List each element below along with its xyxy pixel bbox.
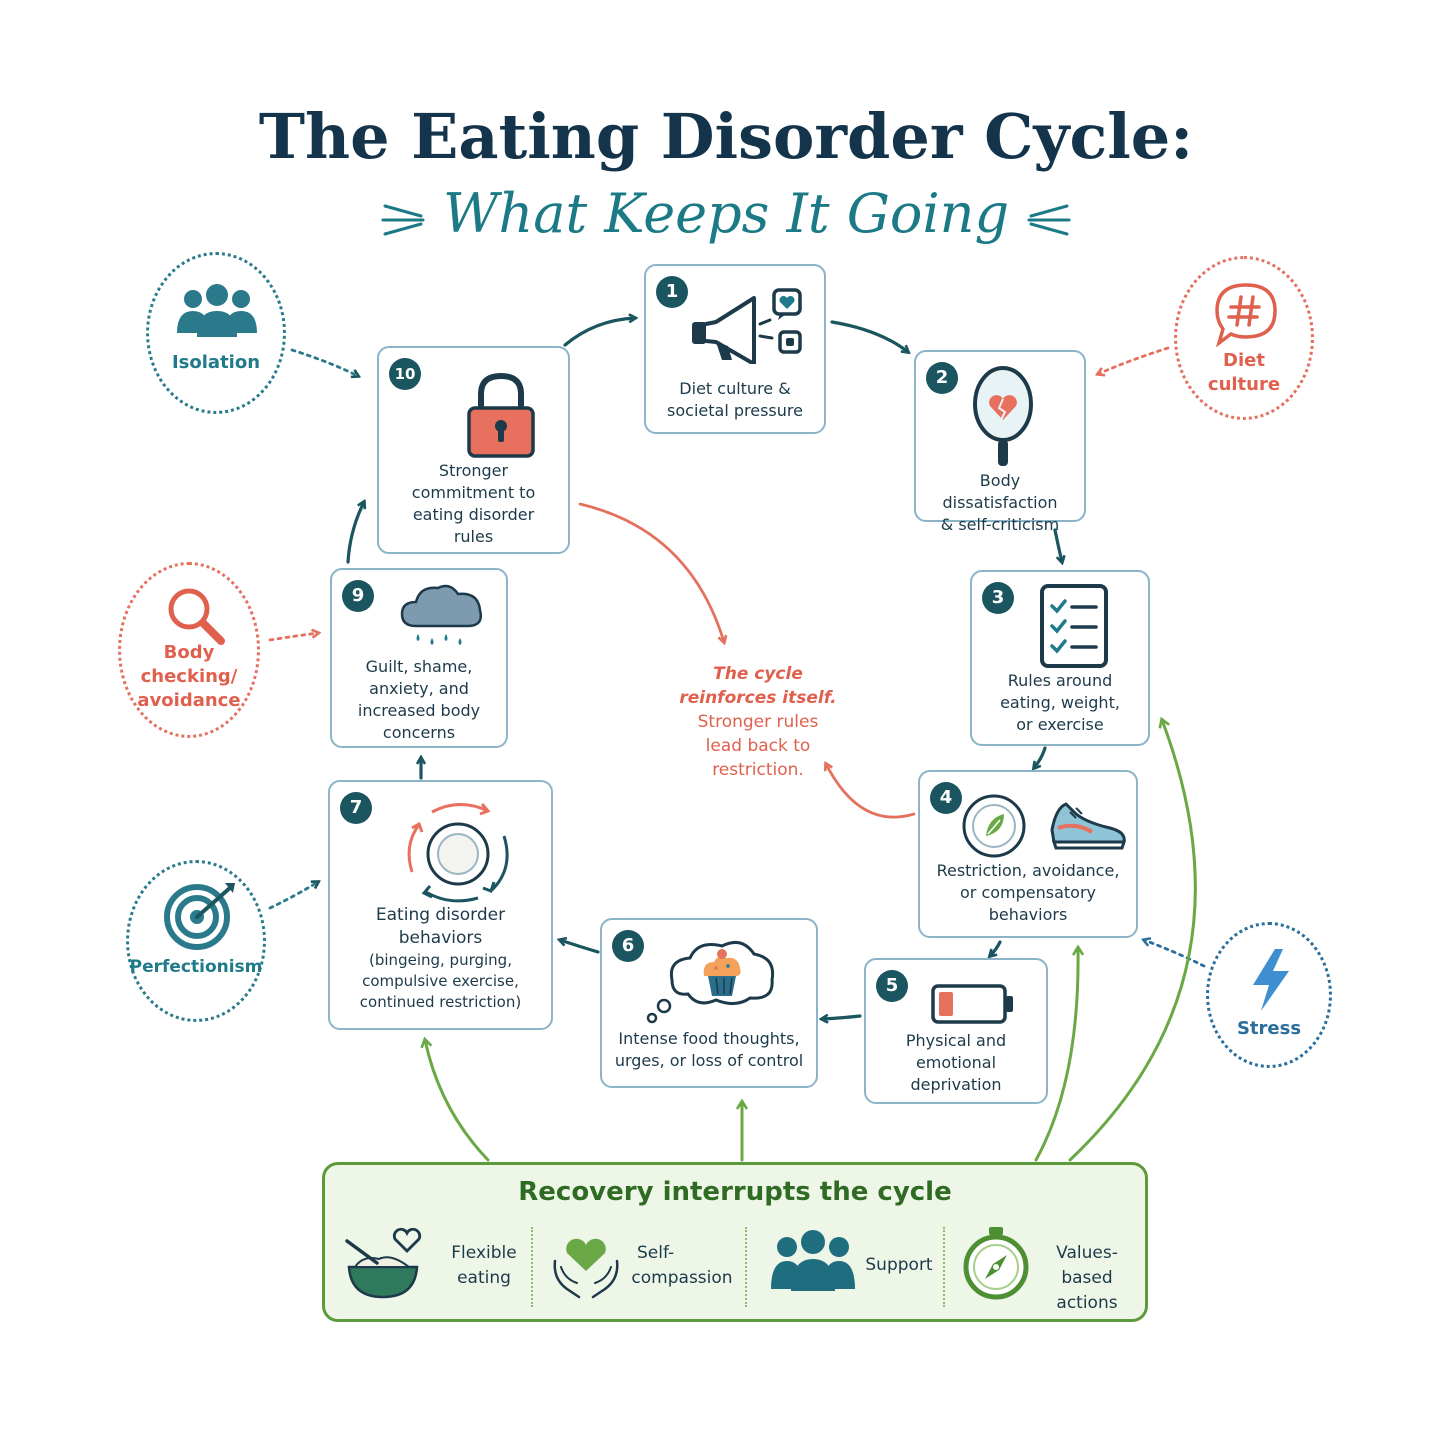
step-1-card: 1 Diet culture & societal pressure [644,264,826,434]
trigger-isolation: Isolation [146,252,286,414]
target-icon [164,883,235,950]
trigger-stress-label: Stress [1236,1018,1302,1039]
circular-arrows-plate-icon [407,803,509,903]
divider [531,1227,533,1307]
step-6-card: 6 Intense food thoughts, urges, or loss … [600,918,818,1088]
megaphone-icon [692,288,802,364]
step-number: 9 [342,580,374,612]
trigger-perfectionism: Perfectionism [126,860,266,1022]
step-number: 6 [612,930,644,962]
padlock-icon [467,372,535,458]
arrow-6-to-7 [560,940,600,954]
people-icon [177,284,257,337]
low-battery-icon [931,984,1013,1024]
hands-heart-icon [553,1238,619,1299]
reinforcement-note: The cycle reinforces itself. Stronger ru… [679,664,837,780]
arrow-10-to-note [578,502,724,642]
step-6-label: Intense food thoughts, urges, or loss of… [614,1029,804,1070]
thought-cupcake-icon [646,940,775,1024]
step-7-card: 7 Eating disorder behaviors (bingeing, p… [328,780,553,1030]
arrow-diet-culture [1098,346,1170,374]
step-9-card: 9 Guilt, shame, anxiety, and increased b… [330,568,508,748]
step-10-card: 10 Stronger commitment to eating disorde… [377,346,570,554]
recovery-title: Recovery interrupts the cycle [518,1177,952,1207]
arrow-recovery-to-7 [425,1040,490,1162]
trigger-isolation-label: Isolation [171,352,261,373]
step-9-label: Guilt, shame, anxiety, and increased bod… [357,657,481,742]
rain-cloud-icon [400,584,482,645]
swoosh-right-icon [1027,204,1071,236]
arrow-4-to-note [826,764,916,819]
recovery-item-flexible-eating: Flexible eating [343,1225,533,1309]
step-7-label: Eating disorder behaviors (bingeing, pur… [359,905,522,1011]
arrow-3-to-4 [1034,746,1047,768]
arrow-1-to-2 [830,320,908,352]
arrow-perfectionism [268,882,318,910]
arrow-recovery-to-4 [1034,948,1078,1162]
step-2-card: 2 Body dissatisfaction & self-criticism [914,350,1086,534]
step-number: 3 [982,582,1014,614]
recovery-label: Support [865,1255,933,1275]
magnifier-icon [168,588,225,645]
trigger-diet-culture: Diet culture [1174,256,1314,420]
step-3-label: Rules around eating, weight, or exercise [1000,671,1120,734]
arrow-isolation [290,348,358,376]
recovery-item-values-based-actions: Values-based actions [961,1225,1141,1313]
people-icon [771,1230,855,1291]
page-title: The Eating Disorder Cycle: [258,100,1194,173]
recovery-panel: Recovery interrupts the cycle Flexible e… [322,1162,1148,1322]
arrow-body-checking [268,633,318,642]
mirror-icon [973,366,1033,466]
step-10-label: Stronger commitment to eating disorder r… [411,461,536,546]
swoosh-left-icon [381,204,425,236]
compass-icon [963,1227,1029,1300]
trigger-stress: Stress [1206,922,1332,1068]
step-4-label: Restriction, avoidance, or compensatory … [936,861,1120,924]
step-number: 1 [656,276,688,308]
step-number: 5 [876,970,908,1002]
step-3-card: 3 Rules around eating, weight, or exerci… [970,570,1150,746]
arrow-5-to-6 [822,1016,862,1019]
plate-icon [962,794,1127,858]
hashtag-bubble-icon [1215,283,1277,347]
divider [943,1227,945,1307]
step-5-label: Physical and emotional deprivation [905,1031,1007,1094]
step-number: 10 [389,358,421,390]
arrow-recovery-to-3 [1068,720,1197,1162]
step-number: 2 [926,362,958,394]
sneaker-icon [1050,802,1127,850]
arrow-10-to-1 [563,318,635,347]
arrow-9-to-10 [346,502,364,564]
recovery-label: Self- compassion [631,1243,733,1288]
step-number: 7 [340,792,372,824]
checklist-icon [1040,584,1108,668]
recovery-label: Values-based actions [1056,1243,1118,1313]
recovery-item-self-compassion: Self- compassion [551,1225,741,1309]
step-2-label: Body dissatisfaction & self-criticism [940,471,1060,534]
step-4-card: 4 Restriction, avoidance, or compensator… [918,770,1138,938]
step-1-label: Diet culture & societal pressure [667,379,803,420]
bowl-heart-icon [345,1227,422,1299]
trigger-body-checking: Body checking/ avoidance [118,562,260,738]
recovery-label: Flexible eating [451,1243,517,1288]
trigger-perfectionism-label: Perfectionism [129,957,263,977]
lightning-icon [1253,949,1289,1011]
trigger-diet-culture-label: Diet culture [1207,350,1281,395]
arrow-2-to-3 [1053,528,1062,562]
page-subtitle: What Keeps It Going [0,182,1452,245]
recovery-item-support: Support [771,1225,941,1309]
subtitle-text: What Keeps It Going [442,182,1010,245]
step-number: 4 [930,782,962,814]
broken-heart-icon [989,395,1017,420]
arrow-stress [1144,940,1206,968]
divider [745,1227,747,1307]
arrow-4-to-5 [990,940,1002,956]
trigger-body-checking-label: Body checking/ avoidance [137,642,241,711]
step-5-card: 5 Physical and emotional deprivation [864,958,1048,1104]
